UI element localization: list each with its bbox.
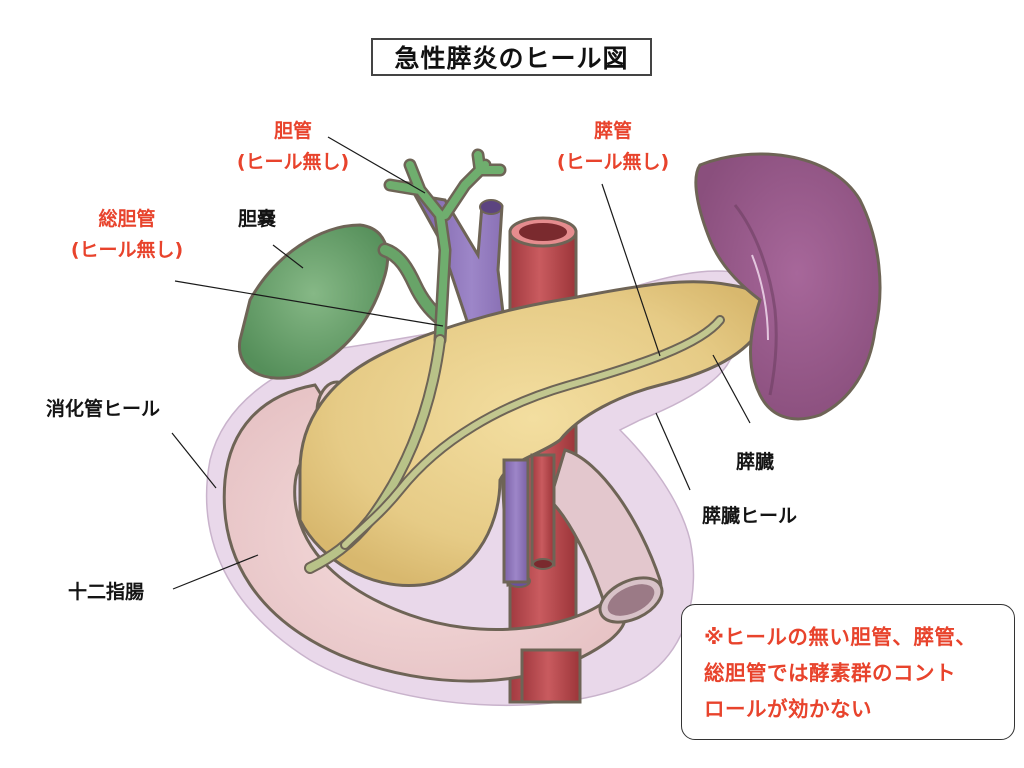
label-pancreas: 膵臓	[736, 451, 775, 473]
label-pancreatic-duct: 膵管 (ヒール無し)	[548, 118, 678, 175]
label-pancreas-heal: 膵臓ヒール	[702, 505, 798, 527]
leader-pancreatic-duct	[601, 183, 661, 357]
page-title: 急性膵炎のヒール図	[394, 44, 629, 73]
note-box: ※ヒールの無い胆管、膵管、 総胆管では酵素群のコント ロールが効かない	[681, 604, 1015, 740]
title-box: 急性膵炎のヒール図	[371, 38, 652, 76]
pancreatic-duct-fill	[342, 317, 723, 548]
vessel-stubs	[502, 453, 556, 584]
label-common-bile-duct-name: 総胆管	[98, 208, 156, 230]
leader-common-bile-duct	[174, 280, 444, 327]
label-common-bile-duct-note: (ヒール無し)	[70, 239, 184, 261]
note-line: 総胆管では酵素群のコント	[704, 661, 956, 685]
label-duodenum: 十二指腸	[68, 581, 145, 603]
leader-pancreas	[712, 354, 751, 424]
aorta-lower	[520, 648, 582, 704]
label-gallbladder: 胆嚢	[238, 208, 277, 230]
leader-lines	[171, 136, 751, 590]
note-line: ロールが効かない	[704, 697, 872, 721]
label-bile-duct-note: (ヒール無し)	[236, 151, 350, 173]
label-bile-duct: 胆管 (ヒール無し)	[228, 118, 358, 175]
leader-pancreas-heal	[655, 412, 691, 491]
label-pancreatic-duct-note: (ヒール無し)	[556, 151, 670, 173]
label-pancreatic-duct-name: 膵管	[593, 120, 632, 142]
leader-duodenum	[172, 554, 259, 590]
leader-digestive-heal	[171, 432, 217, 489]
gallbladder	[237, 223, 448, 380]
spleen	[694, 152, 882, 421]
leader-gallbladder	[272, 244, 304, 269]
note-line: ※ヒールの無い胆管、膵管、	[704, 625, 977, 649]
leader-bile-duct	[327, 136, 426, 194]
label-bile-duct-name: 胆管	[273, 120, 312, 142]
label-common-bile-duct: 総胆管 (ヒール無し)	[62, 206, 192, 263]
bile-duct	[383, 148, 507, 347]
label-digestive-heal: 消化管ヒール	[46, 398, 161, 420]
